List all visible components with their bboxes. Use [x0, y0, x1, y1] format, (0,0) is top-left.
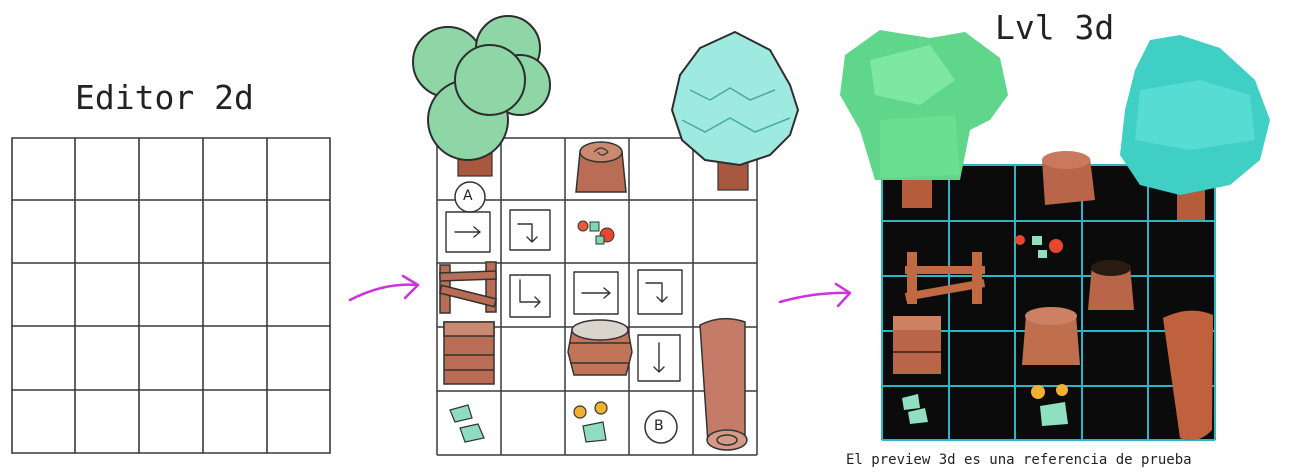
preview-caption: El preview 3d es una referencia de prueb… — [846, 452, 1192, 468]
